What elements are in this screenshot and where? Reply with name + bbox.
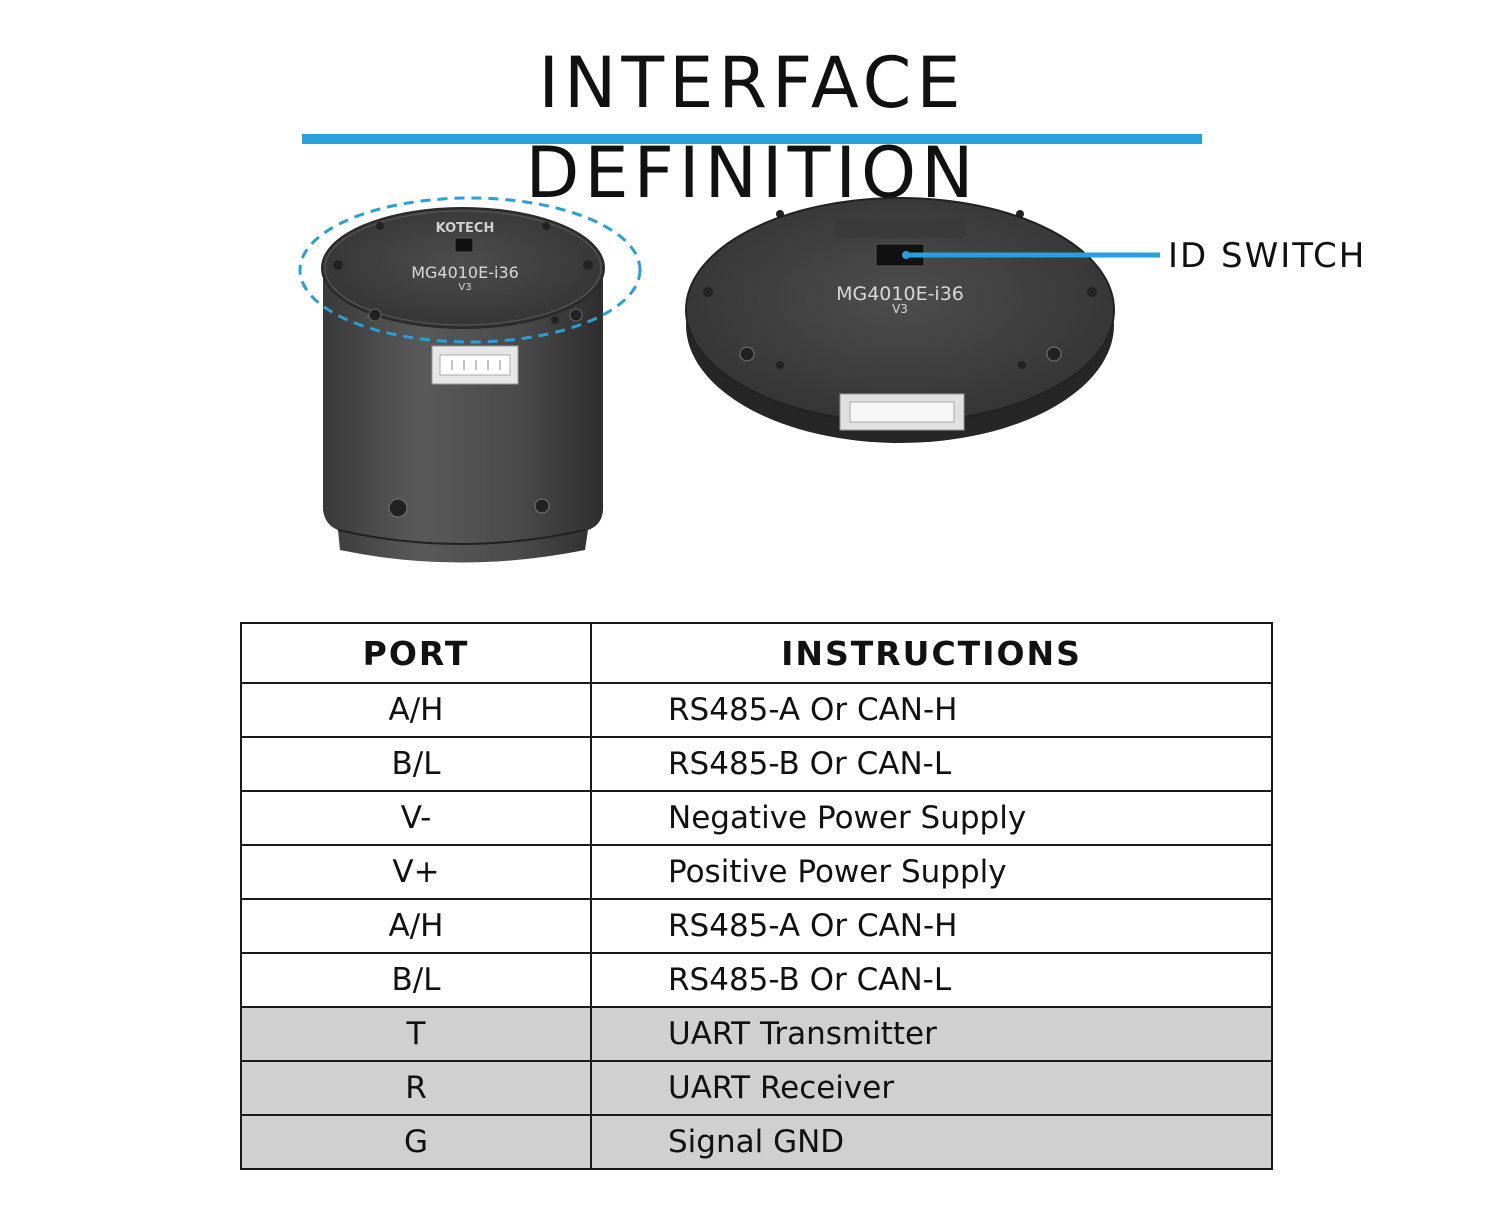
instruction-cell: RS485-B Or CAN-L bbox=[590, 736, 1273, 792]
port-cell: A/H bbox=[240, 682, 592, 738]
model-label-top: MG4010E-i36 bbox=[836, 283, 964, 305]
port-cell: B/L bbox=[240, 952, 592, 1008]
port-cell: B/L bbox=[240, 736, 592, 792]
instruction-cell: Signal GND bbox=[590, 1114, 1273, 1170]
table-row: B/L RS485-B Or CAN-L bbox=[240, 736, 1273, 792]
instruction-cell: RS485-B Or CAN-L bbox=[590, 952, 1273, 1008]
table-row-shaded: G Signal GND bbox=[240, 1114, 1273, 1170]
port-header: PORT bbox=[240, 622, 592, 684]
motor-side-view: KOTECH MG4010E-i36 V3 bbox=[298, 196, 642, 563]
page-title: INTERFACE DEFINITION bbox=[525, 42, 979, 214]
table-row: A/H RS485-A Or CAN-H bbox=[240, 682, 1273, 738]
brand-logo: KOTECH bbox=[436, 221, 495, 236]
model-label: MG4010E-i36 bbox=[411, 263, 519, 282]
table-header-row: PORT INSTRUCTIONS bbox=[240, 622, 1273, 684]
port-cell: A/H bbox=[240, 898, 592, 954]
port-cell: V- bbox=[240, 790, 592, 846]
table-row: V+ Positive Power Supply bbox=[240, 844, 1273, 900]
instruction-cell: UART Transmitter bbox=[590, 1006, 1273, 1062]
port-cell: G bbox=[240, 1114, 592, 1170]
table-row-shaded: R UART Receiver bbox=[240, 1060, 1273, 1116]
table-row: A/H RS485-A Or CAN-H bbox=[240, 898, 1273, 954]
instruction-cell: RS485-A Or CAN-H bbox=[590, 682, 1273, 738]
port-cell: T bbox=[240, 1006, 592, 1062]
port-cell: R bbox=[240, 1060, 592, 1116]
port-cell: V+ bbox=[240, 844, 592, 900]
instruction-cell: Positive Power Supply bbox=[590, 844, 1273, 900]
instruction-cell: RS485-A Or CAN-H bbox=[590, 898, 1273, 954]
table-row: V- Negative Power Supply bbox=[240, 790, 1273, 846]
version-label-top: V3 bbox=[892, 302, 908, 316]
table-row-shaded: T UART Transmitter bbox=[240, 1006, 1273, 1062]
id-switch-label: ID SWITCH bbox=[1168, 236, 1367, 276]
version-label: V3 bbox=[458, 282, 471, 293]
instruction-cell: UART Receiver bbox=[590, 1060, 1273, 1116]
product-photo: KOTECH MG4010E-i36 V3 MG4010E-i36 V3 bbox=[298, 196, 1160, 563]
table-row: B/L RS485-B Or CAN-L bbox=[240, 952, 1273, 1008]
motor-top-view: MG4010E-i36 V3 bbox=[685, 197, 1160, 443]
instruction-cell: Negative Power Supply bbox=[590, 790, 1273, 846]
instructions-header: INSTRUCTIONS bbox=[590, 622, 1273, 684]
interface-table: PORT INSTRUCTIONS A/H RS485-A Or CAN-H B… bbox=[240, 622, 1273, 1170]
title-underline bbox=[302, 134, 1202, 144]
